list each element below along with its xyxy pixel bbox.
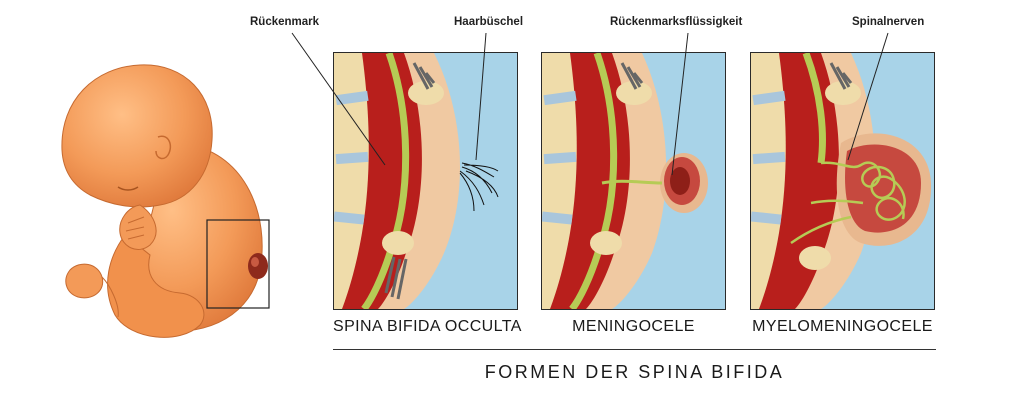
panel-occulta xyxy=(333,52,518,310)
caption-occulta: SPINA BIFIDA OCCULTA xyxy=(333,318,522,335)
fetus-illustration xyxy=(61,64,270,338)
caption-myelomeningocele: MYELOMENINGOCELE xyxy=(752,318,933,335)
callout-hair-tuft: Haarbüschel xyxy=(454,16,524,28)
callout-spinal-nerves: Spinalnerven xyxy=(852,16,925,28)
callout-spinal-cord: Rückenmark xyxy=(250,16,320,28)
panel-meningocele xyxy=(541,52,726,310)
caption-meningocele: MENINGOCELE xyxy=(572,318,695,335)
divider-rule xyxy=(333,349,936,350)
callout-csf: Rückenmarksflüssigkeit xyxy=(610,16,743,28)
page-title: FORMEN DER SPINA BIFIDA xyxy=(484,362,785,382)
panel-myelomeningocele xyxy=(750,52,935,310)
